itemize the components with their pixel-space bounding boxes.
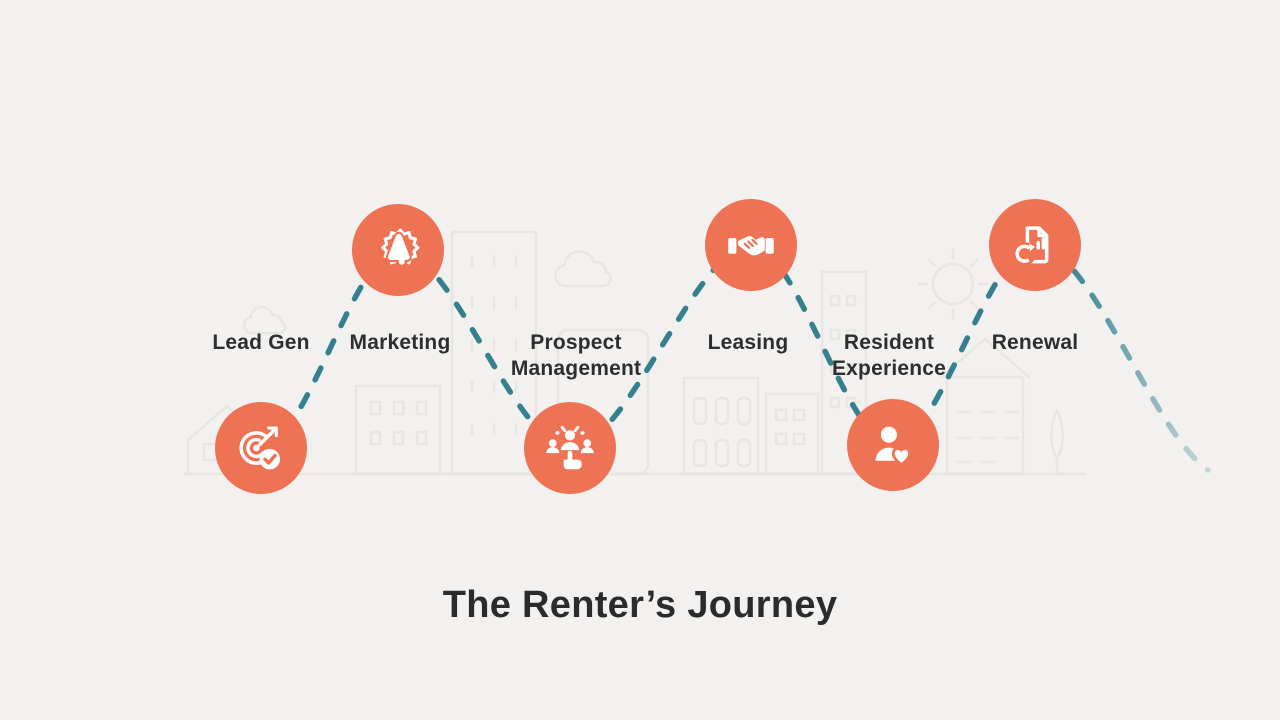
stage-circle-resident-experience [847, 399, 939, 491]
person-heart-icon [875, 426, 911, 467]
stage-label-lead-gen: Lead Gen [212, 331, 310, 354]
stage-label-leasing: Leasing [707, 331, 789, 354]
document-renew-icon [1012, 226, 1049, 266]
stage-label-marketing: Marketing [349, 331, 451, 354]
stage-circle-marketing [352, 204, 444, 296]
target-check-icon [239, 426, 281, 470]
stage-label-renewal: Renewal [991, 331, 1079, 354]
stage-circle-prospect-management [524, 402, 616, 494]
stage-label-resident-experience: Resident Experience [831, 331, 947, 380]
stage-circle-lead-gen [215, 402, 307, 494]
bell-burst-icon [381, 228, 420, 268]
stage-circle-leasing [705, 199, 797, 291]
handshake-icon [728, 236, 774, 256]
stage-label-prospect-management: Prospect Management [510, 331, 642, 380]
stage-circle-renewal [989, 199, 1081, 291]
page-title: The Renter’s Journey [442, 584, 838, 626]
skyline-line-art [183, 230, 1087, 476]
select-people-icon [546, 425, 594, 470]
